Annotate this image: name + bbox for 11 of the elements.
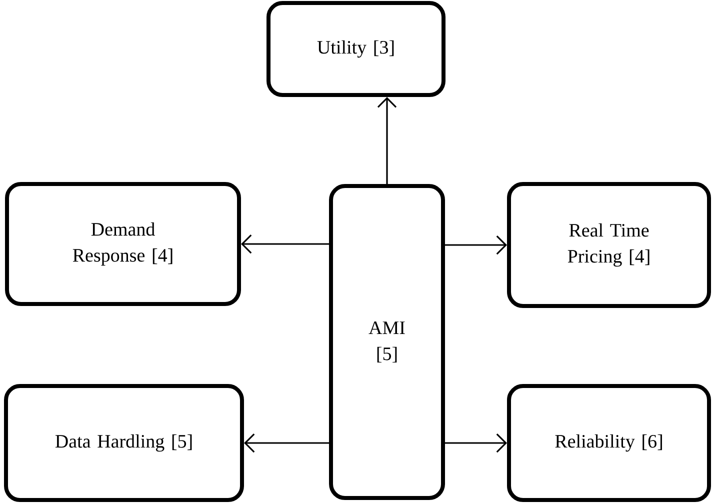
process-box: Reliability [6] <box>507 384 711 502</box>
arrow <box>445 433 507 453</box>
arrow <box>244 433 329 453</box>
arrow <box>241 234 329 254</box>
process-box: Utility [3] <box>266 1 446 97</box>
process-box: Demand Response [4] <box>5 182 241 306</box>
process-box: Real Time Pricing [4] <box>507 182 711 308</box>
arrow <box>377 97 397 184</box>
arrow <box>445 235 507 255</box>
process-box: Data Hardling [5] <box>4 384 244 502</box>
process-box: AMI [5] <box>329 184 445 500</box>
